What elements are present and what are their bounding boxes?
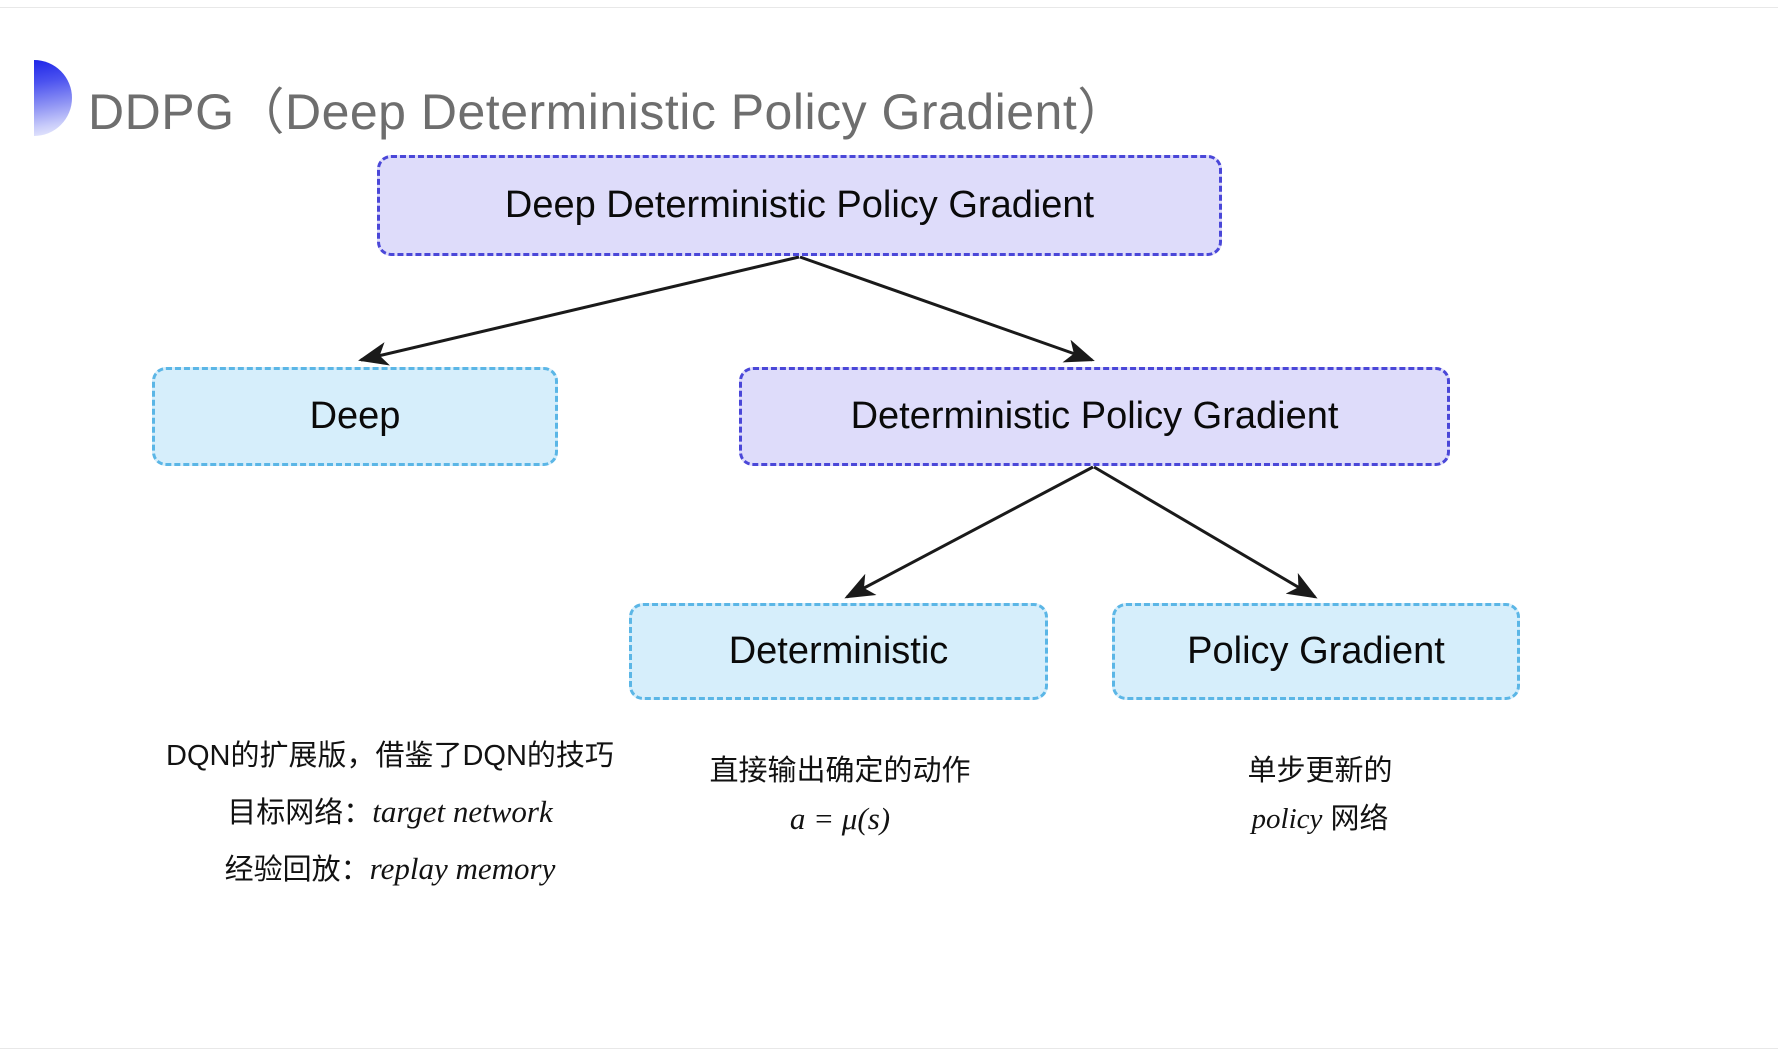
node-deterministic-label: Deterministic [728,629,949,672]
caption-deep-line-2: 目标网络：target network [60,784,720,841]
page-title: DDPG（Deep Deterministic Policy Gradient） [88,84,1128,140]
slide-top-rule [0,7,1778,8]
node-policy-gradient-label: Policy Gradient [1187,629,1445,672]
slide-top-bar [0,0,1778,7]
caption-deep-term-replay-memory: replay memory [369,851,556,886]
caption-policy-gradient-term: policy [1251,803,1323,835]
caption-policy-gradient-line-1: 单步更新的 [1247,755,1393,787]
caption-deep-term-target-network: target network [372,794,553,829]
edge-root-to-deep [358,255,800,366]
node-deep[interactable]: Deep [152,367,558,466]
caption-deep: DQN的扩展版，借鉴了DQN的技巧 目标网络：target network 经验… [60,728,720,898]
caption-deep-line-1: DQN的扩展版，借鉴了DQN的技巧 [166,740,614,772]
edge-dpg-to-policy-gradient [1093,465,1318,599]
node-root[interactable]: Deep Deterministic Policy Gradient [377,155,1222,256]
edge-dpg-to-deterministic [844,465,1094,599]
semicircle-gradient-icon [34,60,72,136]
node-deep-label: Deep [309,394,401,437]
caption-deterministic-line-1: 直接输出确定的动作 [709,755,971,787]
caption-deterministic: 直接输出确定的动作 a = μ(s) [640,747,1040,843]
slide-bottom-bar [0,1049,1778,1056]
node-root-label: Deep Deterministic Policy Gradient [504,183,1095,226]
caption-deep-line-3-label: 经验回放： [224,854,370,886]
caption-policy-gradient-line-2: policy 网络 [1120,795,1520,843]
caption-deep-line-3: 经验回放：replay memory [60,841,720,898]
edge-root-to-dpg [799,255,1095,363]
caption-policy-gradient: 单步更新的 policy 网络 [1120,747,1520,843]
node-deterministic-policy-gradient[interactable]: Deterministic Policy Gradient [739,367,1450,466]
caption-deterministic-formula: a = μ(s) [789,801,891,836]
caption-policy-gradient-suffix: 网络 [1322,803,1389,835]
slide-bottom-rule [0,1048,1778,1049]
caption-deep-line-2-label: 目标网络： [227,797,373,829]
node-deterministic[interactable]: Deterministic [629,603,1048,700]
node-dpg-label: Deterministic Policy Gradient [850,394,1339,437]
node-policy-gradient[interactable]: Policy Gradient [1112,603,1520,700]
